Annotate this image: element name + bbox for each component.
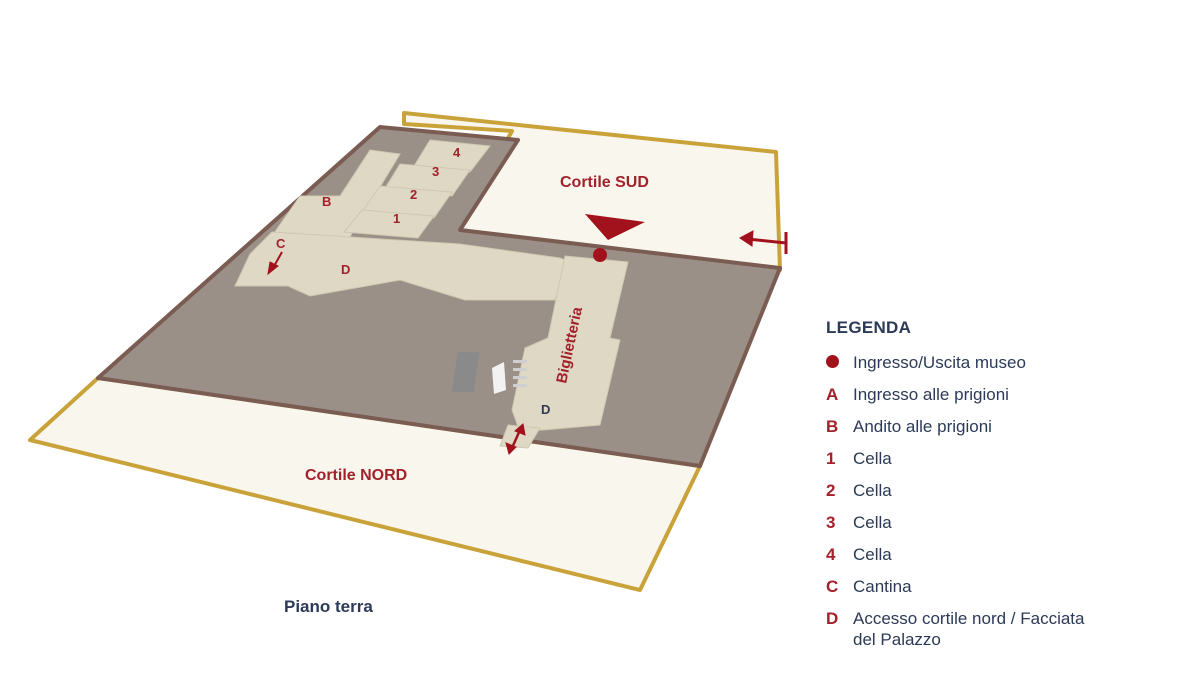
- legend-key: 2: [826, 481, 836, 500]
- legend-key: 3: [826, 513, 836, 532]
- legend-item: Ingresso/Uscita museo: [826, 352, 1186, 373]
- legend-key: C: [826, 577, 839, 596]
- cell-label-1: 1: [393, 211, 400, 226]
- entrance-dot-icon: [826, 355, 839, 368]
- cortile-nord-label: Cortile NORD: [305, 467, 407, 484]
- legend-text: Accesso cortile nord / Facciata: [853, 609, 1085, 628]
- entrance-triangle-icon: [585, 214, 645, 240]
- legend-text: Cella: [853, 545, 892, 564]
- two-way-arrow-icon: [505, 423, 526, 455]
- legend-text: Cella: [853, 481, 892, 500]
- floor-label: Piano terra: [284, 597, 373, 616]
- legend-key: A: [826, 385, 839, 404]
- legend-list: Ingresso/Uscita museo A Ingresso alle pr…: [826, 352, 1186, 650]
- legend-item: A Ingresso alle prigioni: [826, 384, 1186, 405]
- legend-title: LEGENDA: [826, 318, 912, 337]
- entrance-dot-icon: [593, 248, 607, 262]
- cell-label-4: 4: [453, 145, 461, 160]
- access-label-d: D: [541, 402, 550, 417]
- legend-key: D: [826, 609, 839, 628]
- room-label-b: B: [322, 194, 331, 209]
- legend-key: 1: [826, 449, 836, 468]
- legend-item: B Andito alle prigioni: [826, 416, 1186, 437]
- legend-text: Ingresso alle prigioni: [853, 385, 1009, 404]
- legend-text: Cella: [853, 513, 892, 532]
- legend-key: B: [826, 417, 839, 436]
- legend-key: 4: [826, 545, 836, 564]
- cortile-sud-label: Cortile SUD: [560, 174, 649, 191]
- legend-text: del Palazzo: [853, 630, 941, 649]
- courtyard-entry-arrow-icon: [739, 230, 788, 254]
- cell-label-3: 3: [432, 164, 439, 179]
- stairs-icon: [451, 352, 527, 394]
- legend-text: Cantina: [853, 577, 912, 596]
- legend-item: 3 Cella: [826, 512, 1186, 533]
- legend-item: D Accesso cortile nord / Facciata: [826, 608, 1186, 629]
- room-label-d: D: [341, 262, 350, 277]
- room-label-c: C: [276, 236, 286, 251]
- cantina-arrow-icon: [267, 251, 283, 276]
- legend-text: Cella: [853, 449, 892, 468]
- legend-item: C Cantina: [826, 576, 1186, 597]
- legend-text: Ingresso/Uscita museo: [853, 353, 1026, 372]
- floor-plan-map: Cortile SUD Cortile NORD Biglietteria B …: [28, 111, 788, 592]
- legend-text: Andito alle prigioni: [853, 417, 992, 436]
- legend: LEGENDA Ingresso/Uscita museo A Ingresso…: [826, 318, 1186, 650]
- legend-item: 2 Cella: [826, 480, 1186, 501]
- legend-item: del Palazzo: [826, 629, 1186, 650]
- cell-label-2: 2: [410, 187, 417, 202]
- legend-item: 4 Cella: [826, 544, 1186, 565]
- corridors: [234, 139, 629, 449]
- legend-key: [826, 352, 853, 373]
- legend-item: 1 Cella: [826, 448, 1186, 469]
